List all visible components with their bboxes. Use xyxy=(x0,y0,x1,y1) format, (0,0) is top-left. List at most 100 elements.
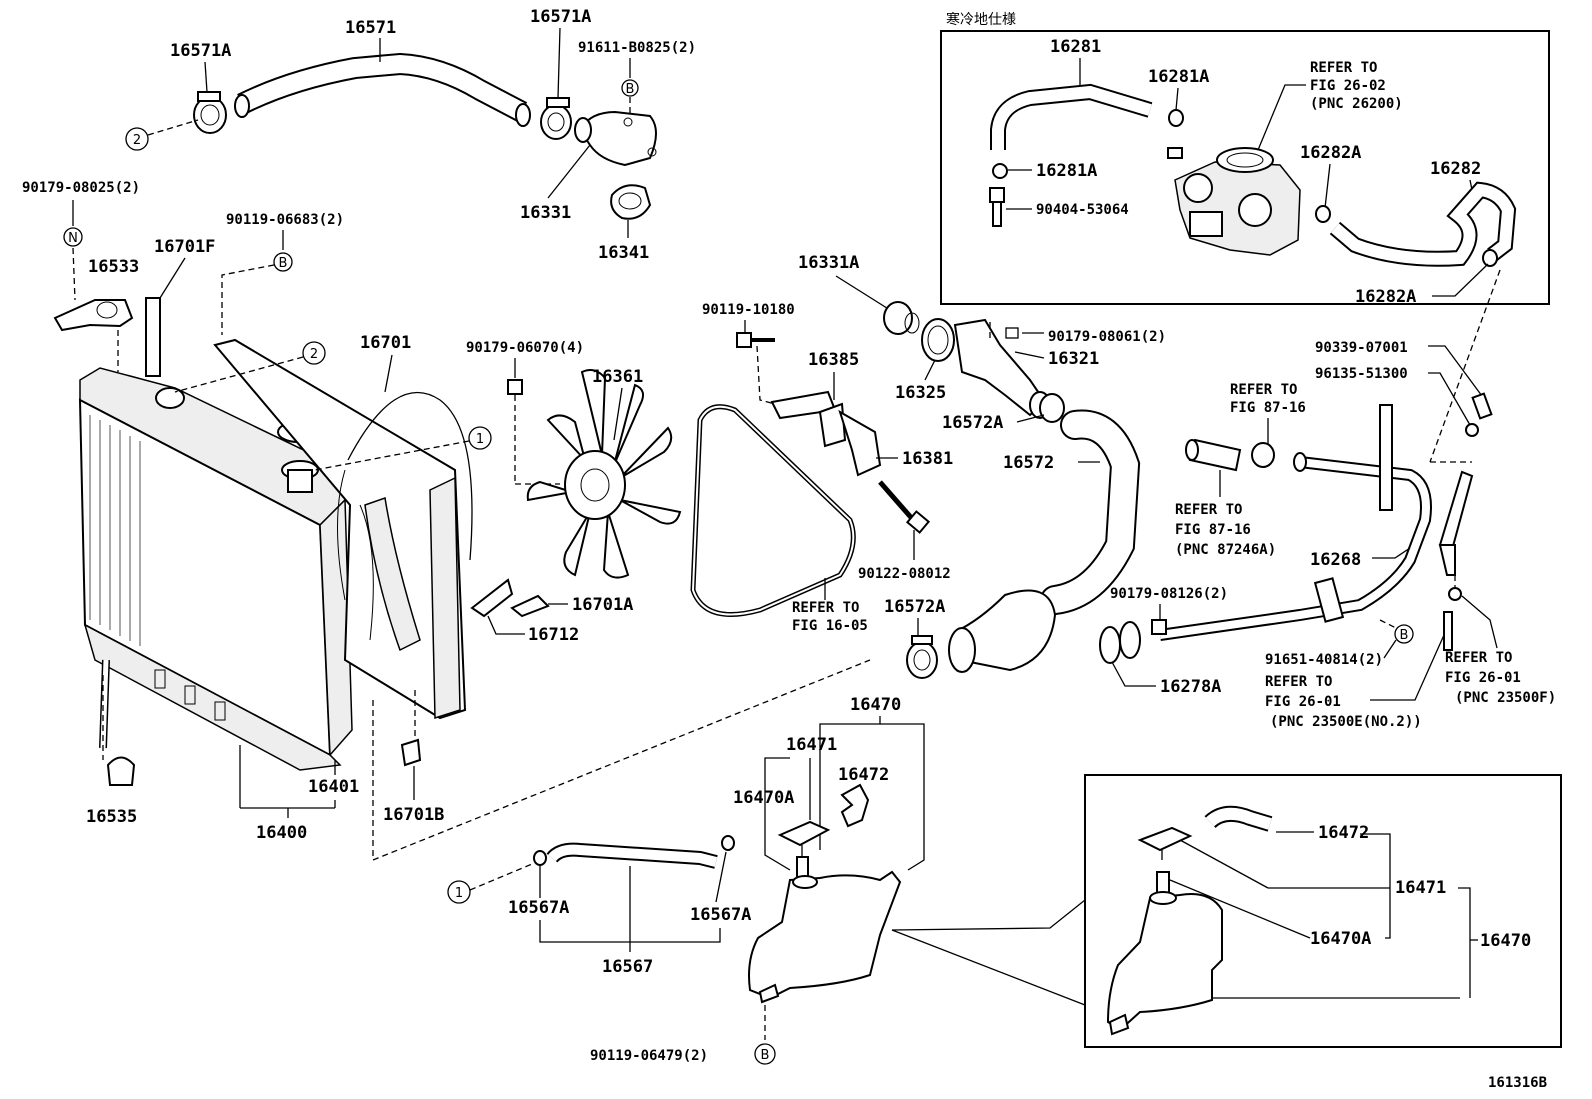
inset-cap-16471 xyxy=(1137,826,1193,860)
label-16331A: 16331A xyxy=(798,253,859,273)
label-16572A-mid: 16572A xyxy=(884,597,945,617)
svg-text:B: B xyxy=(626,82,635,97)
label-16282A-bottom: 16282A xyxy=(1355,287,1416,307)
label-16281A-mid: 16281A xyxy=(1036,161,1097,181)
hose-16281 xyxy=(990,83,1153,150)
marker-1-hose: 1 xyxy=(447,880,471,904)
inset-hose-16472 xyxy=(1204,805,1273,832)
ref-fig87-16b-line3: (PNC 87246A) xyxy=(1175,542,1276,558)
upper-hose xyxy=(234,52,531,127)
hose-16282 xyxy=(1329,181,1517,267)
retainer-16701B xyxy=(400,738,422,767)
hose-16567 xyxy=(546,842,718,869)
label-16701B: 16701B xyxy=(383,805,444,825)
hose-clamp-right xyxy=(540,97,572,140)
ref-fig26-01a-line3: (PNC 23500E(NO.2)) xyxy=(1270,714,1422,730)
label-16535: 16535 xyxy=(86,807,137,827)
label-90122-08012: 90122-08012 xyxy=(858,566,951,582)
svg-text:N: N xyxy=(68,231,78,246)
reservoir-hose-16472 xyxy=(840,783,870,828)
label-inset-16470: 16470 xyxy=(1480,931,1531,951)
bolt-90179-08126 xyxy=(1151,619,1167,635)
gasket-16325 xyxy=(921,318,955,362)
label-16701A: 16701A xyxy=(572,595,633,615)
label-90404-53064: 90404-53064 xyxy=(1036,202,1129,218)
svg-text:B: B xyxy=(279,256,288,271)
hose-clamp-left xyxy=(193,91,227,134)
label-16567A-left: 16567A xyxy=(508,898,569,918)
label-16571: 16571 xyxy=(345,18,396,38)
label-16341: 16341 xyxy=(598,243,649,263)
marker-b-06683: B xyxy=(273,252,293,272)
support-16533 xyxy=(53,299,134,332)
clip-ref26-01b xyxy=(1448,587,1462,601)
ref-fig87-16a-line1: REFER TO xyxy=(1230,382,1297,398)
svg-text:1: 1 xyxy=(455,886,463,901)
thermostat-16331A xyxy=(883,301,920,335)
label-16701F: 16701F xyxy=(154,237,215,257)
label-90179-06070: 90179-06070(4) xyxy=(466,340,584,356)
svg-text:1: 1 xyxy=(476,432,484,447)
label-16385: 16385 xyxy=(808,350,859,370)
svg-text:B: B xyxy=(761,1048,770,1063)
clip-96135-51300 xyxy=(1465,423,1479,437)
label-inset-16470A: 16470A xyxy=(1310,929,1371,949)
ref-fig26-01b-line3: (PNC 23500F) xyxy=(1455,690,1556,706)
marker-n: N xyxy=(63,227,83,247)
label-inset-16472: 16472 xyxy=(1318,823,1369,843)
throttle-body xyxy=(1167,147,1301,256)
marker-b-06479: B xyxy=(754,1043,776,1065)
marker-2-shroud: 2 xyxy=(302,341,326,365)
label-16572A-top: 16572A xyxy=(942,413,1003,433)
marker-2-top: 2 xyxy=(125,127,149,151)
label-90119-10180: 90119-10180 xyxy=(702,302,795,318)
inset-tank-16470 xyxy=(1106,891,1223,1036)
label-16470A: 16470A xyxy=(733,788,794,808)
reservoir-inset-box xyxy=(1084,774,1562,1048)
ref-fig26-01a-line1: REFER TO xyxy=(1265,674,1332,690)
label-16470: 16470 xyxy=(850,695,901,715)
ref-fig26-01a-line2: FIG 26-01 xyxy=(1265,694,1341,710)
bracket-16385 xyxy=(770,390,847,448)
label-16572: 16572 xyxy=(1003,453,1054,473)
reservoir-tank-16470 xyxy=(748,870,902,1004)
label-16281: 16281 xyxy=(1050,37,1101,57)
label-16361: 16361 xyxy=(592,367,643,387)
label-16571A-left: 16571A xyxy=(170,41,231,61)
ref-fig26-02-line1: REFER TO xyxy=(1310,60,1377,76)
bolt-90179-06070 xyxy=(507,379,523,395)
fan-shroud-16701 xyxy=(213,338,473,720)
region-title: 寒冷地仕様 xyxy=(946,11,1016,28)
label-inset-16471: 16471 xyxy=(1395,878,1446,898)
label-90339-07001: 90339-07001 xyxy=(1315,340,1408,356)
marker-b-91611: B xyxy=(621,79,639,97)
label-16471: 16471 xyxy=(786,735,837,755)
ref-fig16-05-line1: REFER TO xyxy=(792,600,859,616)
lower-hose-16572 xyxy=(948,409,1141,673)
ref-fig87-16a-line2: FIG 87-16 xyxy=(1230,400,1306,416)
svg-text:2: 2 xyxy=(310,347,318,362)
clip-16282A-bottom xyxy=(1482,249,1498,267)
label-16571A-right: 16571A xyxy=(530,7,591,27)
clip-16701A xyxy=(510,594,550,618)
water-inlet-16321 xyxy=(953,318,1051,419)
bolt-90179-08061 xyxy=(1005,327,1019,339)
label-90119-06479: 90119-06479(2) xyxy=(590,1048,708,1064)
ref-fig26-02-line2: FIG 26-02 xyxy=(1310,78,1386,94)
clamp-ref87 xyxy=(1251,442,1275,468)
valve-90404-53064 xyxy=(989,187,1005,227)
svg-text:B: B xyxy=(1400,628,1409,643)
label-16282: 16282 xyxy=(1430,159,1481,179)
radiator-16400 xyxy=(78,367,353,771)
svg-text:2: 2 xyxy=(133,133,141,148)
label-16321: 16321 xyxy=(1048,349,1099,369)
reservoir-cap-16471 xyxy=(777,820,831,856)
bracket-16712 xyxy=(470,578,514,618)
ref-fig26-01b-line1: REFER TO xyxy=(1445,650,1512,666)
label-90119-06683: 90119-06683(2) xyxy=(226,212,344,228)
bolt-90122-08012 xyxy=(878,480,931,534)
hose-90339-07001 xyxy=(1471,392,1493,420)
label-16278A: 16278A xyxy=(1160,677,1221,697)
clip-16281A-mid xyxy=(992,163,1008,179)
label-91611-B0825: 91611-B0825(2) xyxy=(578,40,696,56)
